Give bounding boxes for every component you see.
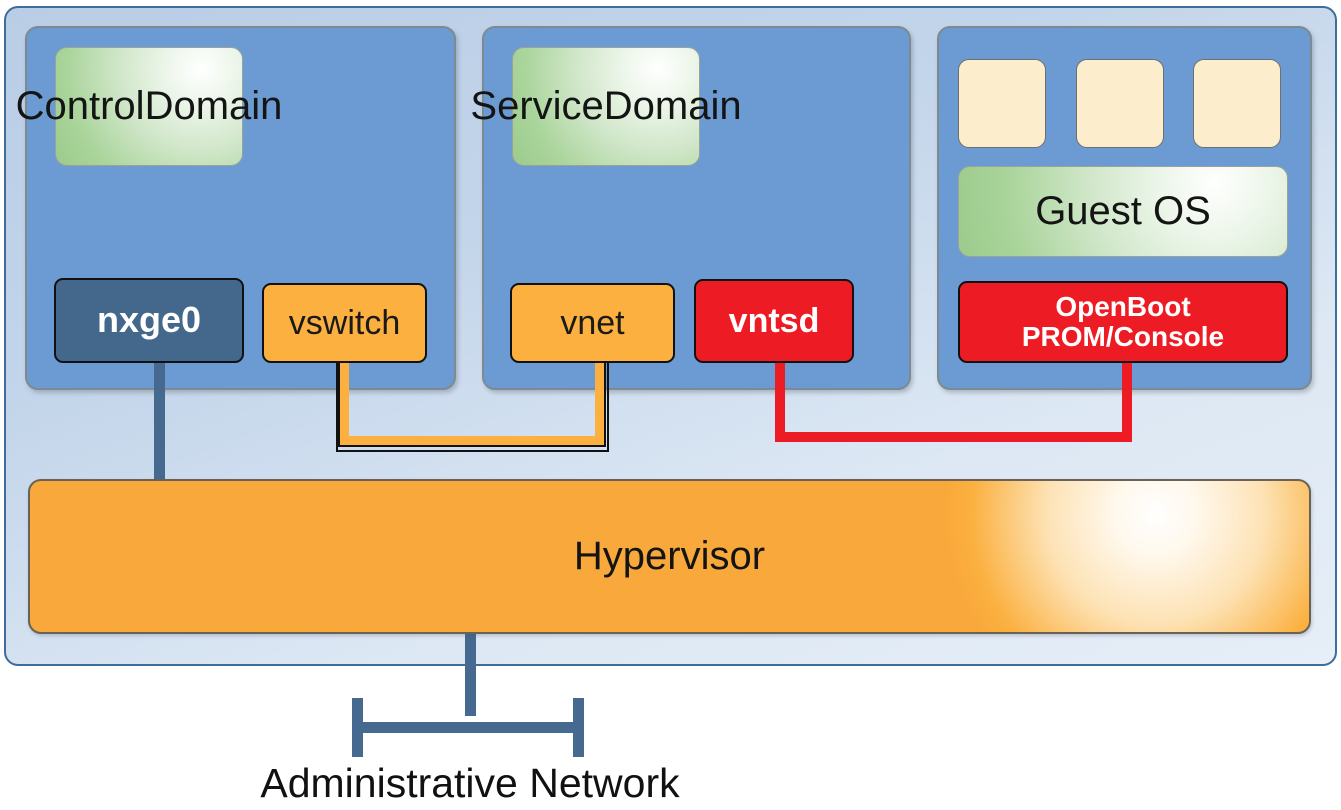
openboot-label-line2: PROM/Console — [1021, 321, 1225, 352]
guest-application-tile-3[interactable] — [1193, 59, 1281, 148]
openboot-prom-console-box[interactable]: OpenBoot PROM/Console — [958, 281, 1288, 363]
hypervisor-bar[interactable]: Hypervisor — [28, 479, 1311, 634]
admin-network-bus — [352, 722, 584, 733]
control-domain-label-box: Control Domain — [16, 47, 282, 166]
service-domain-label-line1: Service — [470, 83, 604, 128]
control-domain-label-line2: Domain — [144, 83, 283, 128]
vnet-box[interactable]: vnet — [510, 283, 675, 363]
vntsd-label: vntsd — [728, 301, 820, 340]
vswitch-box[interactable]: vswitch — [262, 283, 427, 363]
vnet-label: vnet — [560, 303, 625, 342]
guest-os-box: Guest OS — [958, 166, 1288, 257]
nxge0-connector-vertical-upper — [154, 360, 165, 557]
openboot-label-line1: OpenBoot — [1055, 291, 1191, 323]
nxge0-box[interactable]: nxge0 — [54, 278, 244, 363]
admin-network-bus-left-terminator — [352, 698, 363, 757]
control-domain-label-line1: Control — [15, 83, 145, 128]
service-domain-label-line2: Domain — [603, 83, 742, 128]
admin-network-bus-right-terminator — [573, 698, 584, 757]
vntsd-box[interactable]: vntsd — [694, 279, 854, 363]
service-domain-label-box: Service Domain — [470, 47, 742, 166]
vswitch-to-vnet-connector — [335, 360, 609, 452]
admin-network-label: Administrative Network — [260, 760, 680, 806]
vntsd-to-openboot-connector — [775, 360, 1132, 442]
nxge0-label: nxge0 — [96, 299, 202, 341]
vswitch-label: vswitch — [288, 303, 401, 342]
guest-application-tile-2[interactable] — [1076, 59, 1164, 148]
guest-os-label: Guest OS — [1035, 188, 1211, 233]
hypervisor-label: Hypervisor — [573, 534, 766, 578]
guest-application-tile-1[interactable] — [958, 59, 1046, 148]
